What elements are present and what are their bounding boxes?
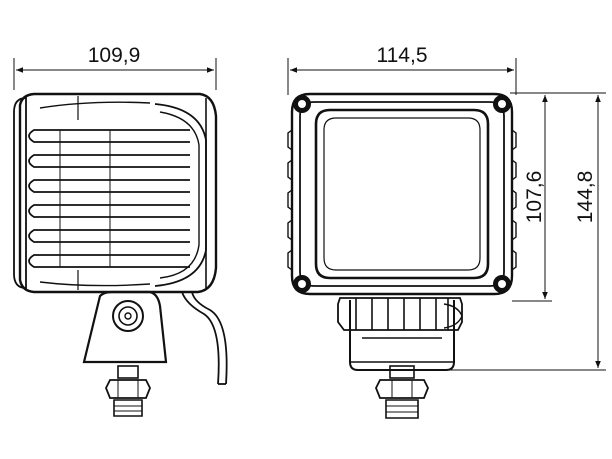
lens-height-label: 107,6 — [523, 171, 546, 224]
cooling-fins — [28, 129, 190, 268]
front-mount-bracket — [349, 300, 455, 419]
front-width-dimension: 114,5 — [287, 44, 517, 95]
total-height-label: 144,8 — [574, 171, 597, 224]
side-depth-dimension: 109,9 — [13, 44, 217, 90]
front-view: 114,5 — [287, 44, 606, 419]
front-width-label: 114,5 — [377, 44, 428, 67]
screw-top-right — [493, 95, 511, 113]
total-height-dimension: 144,8 — [430, 92, 606, 371]
screw-bottom-left — [293, 275, 311, 293]
lens-height-dimension: 107,6 — [510, 92, 552, 302]
front-rear-fins — [337, 297, 463, 331]
side-depth-label: 109,9 — [88, 44, 141, 67]
screw-top-left — [293, 95, 311, 113]
front-housing — [287, 92, 517, 296]
lens — [314, 108, 490, 280]
side-view: 109,9 — [13, 44, 228, 417]
pivot-bolt — [112, 300, 144, 332]
side-mount-bracket — [82, 290, 168, 417]
side-housing — [13, 92, 218, 294]
power-cable — [181, 291, 228, 385]
corner-screws — [293, 95, 511, 293]
screw-bottom-right — [493, 275, 511, 293]
